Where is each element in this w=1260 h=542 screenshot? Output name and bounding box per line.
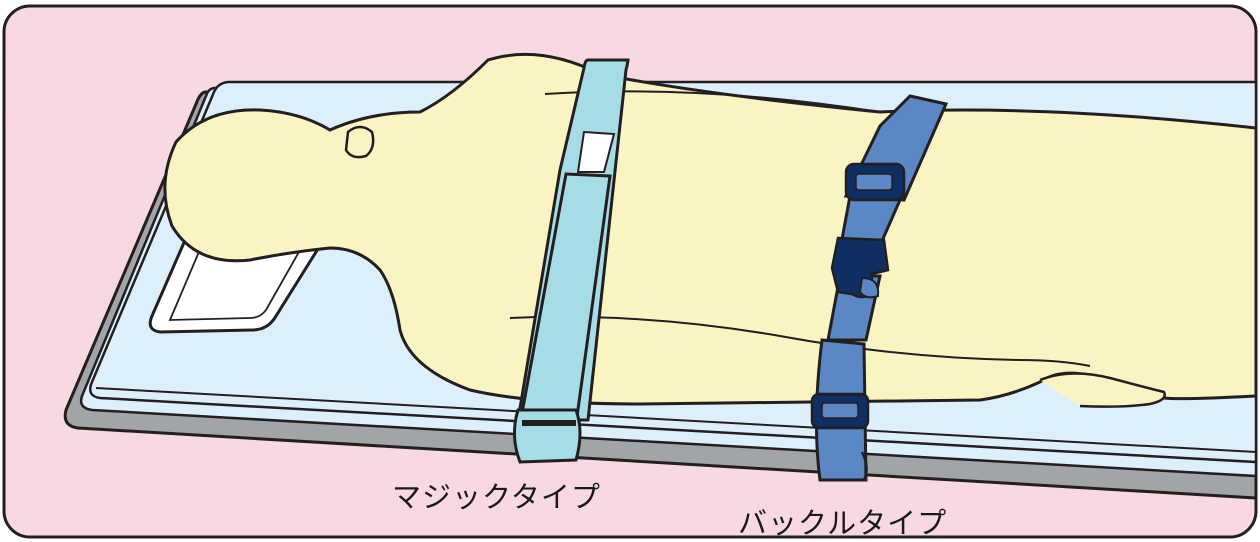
velcro-strap-tag <box>576 130 616 173</box>
buckle-type-label: バックルタイプ <box>738 506 948 540</box>
velcro-strap-band <box>522 420 576 426</box>
buckle-strap-loop <box>860 451 868 481</box>
buckle-adjuster-top-slot <box>855 173 893 191</box>
buckle-clasp <box>830 236 890 299</box>
velcro-type-label: マジックタイプ <box>392 480 601 514</box>
hand <box>1039 372 1166 408</box>
velcro-strap-bottom-loop <box>513 408 582 464</box>
mattress-edge-line <box>95 387 1257 453</box>
buckle-adjuster-bottom-slot <box>821 402 859 419</box>
ear <box>344 125 375 159</box>
buckle-clasp-tab <box>858 276 880 299</box>
pillow-inner <box>168 235 310 321</box>
